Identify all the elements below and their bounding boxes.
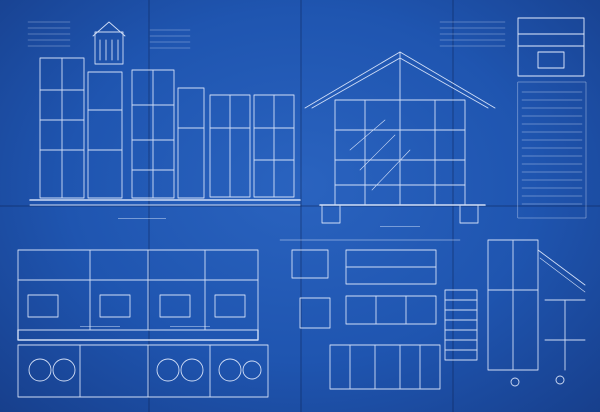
floor-plan-view xyxy=(17,249,269,398)
roof-section-view xyxy=(304,51,496,224)
annotation-lines-left xyxy=(27,21,506,49)
fold-vertical-1 xyxy=(148,0,150,412)
caption-line xyxy=(80,326,120,327)
notes-block xyxy=(517,81,587,219)
caption-line xyxy=(380,226,420,227)
caption-line xyxy=(170,326,210,327)
fold-vertical-3 xyxy=(452,0,454,412)
fold-horizontal xyxy=(0,205,600,207)
stair-detail-view xyxy=(444,239,586,387)
title-block-box xyxy=(517,17,585,77)
caption-line xyxy=(118,218,166,219)
detail-plan-view xyxy=(279,239,461,390)
front-elevation-view xyxy=(29,21,301,206)
fold-vertical-2 xyxy=(300,0,302,412)
